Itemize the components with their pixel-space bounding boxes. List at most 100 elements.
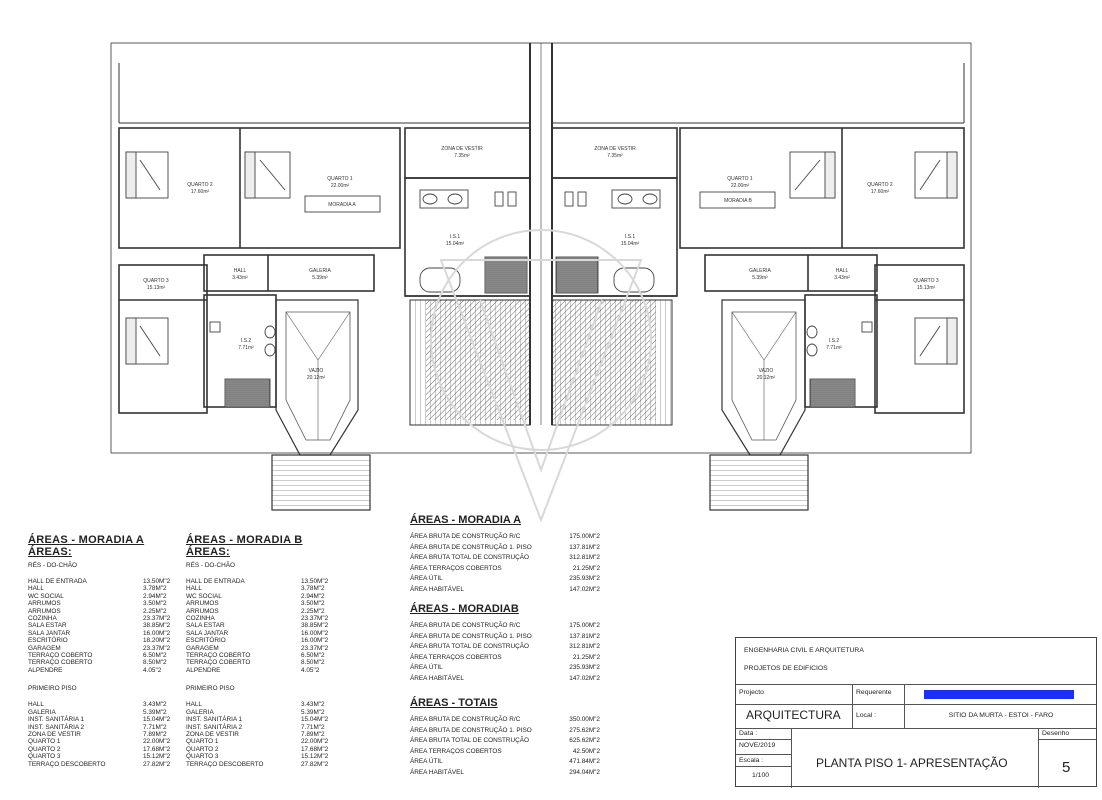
area-name: ÁREA ÚTIL	[410, 758, 443, 766]
area-value: 3.78M"2	[143, 585, 167, 593]
area-value: 15.04M"2	[143, 716, 171, 724]
area-name: INST. SANITÁRIA 1	[28, 716, 85, 724]
drawing-label: Desenho	[1042, 730, 1070, 737]
totals-moradia-a: ÁREAS - MORADIA A ÁREA BRUTA DE CONSTRUÇ…	[410, 514, 600, 596]
local-value: SITIO DA MURTA - ESTOI - FARO	[948, 712, 1054, 719]
svg-text:QUARTO 3: QUARTO 3	[143, 278, 169, 284]
areas-a-subtitle: ÁREAS:	[28, 546, 72, 558]
areas-b-title: ÁREAS - MORADIA B	[186, 534, 303, 546]
area-value: 23.37M"2	[301, 644, 329, 652]
area-row: ÁREA TERRAÇOS COBERTOS 42.50M"2	[410, 747, 600, 758]
area-name: ESCRITÓRIO	[28, 637, 68, 645]
area-value: 350.00M"2	[569, 716, 600, 723]
area-value: 312.81M"2	[569, 643, 600, 651]
area-value: 3.43M"2	[301, 701, 325, 709]
area-name: HALL	[28, 701, 44, 709]
svg-text:QUARTO 3: QUARTO 3	[913, 278, 939, 284]
area-name: HALL DE ENTRADA	[28, 578, 87, 585]
drawing-number: 5	[1062, 759, 1071, 776]
area-value: 2.25M"2	[301, 607, 325, 615]
company-subtitle: PROJETOS DE EDIFICIOS	[744, 665, 828, 672]
area-name: ÁREA BRUTA DE CONSTRUÇÃO R/C	[410, 622, 521, 629]
area-value: 2.94M"2	[143, 592, 167, 600]
area-row: ÁREA BRUTA TOTAL DE CONSTRUÇÃO 312.81M"2	[410, 642, 600, 653]
area-name: COZINHA	[28, 615, 57, 623]
area-name: ARRUMOS	[28, 600, 61, 608]
areas-a-title: ÁREAS - MORADIA A	[28, 534, 145, 546]
area-value: 42.50M"2	[572, 747, 600, 755]
area-name: QUARTO 1	[28, 738, 61, 746]
area-value: 15.04M"2	[301, 716, 329, 724]
area-row: INST. SANITÁRIA 1 15.04M"2	[186, 716, 347, 723]
area-row: ESCRITÓRIO 16.00M"2	[186, 637, 347, 644]
drawing-title: PLANTA PISO 1- APRESENTAÇÃO	[816, 756, 1008, 770]
area-name: INST. SANITÁRIA 2	[28, 723, 85, 731]
area-name: ÁREA BRUTA DE CONSTRUÇÃO 1. PISO	[410, 726, 532, 734]
watermark-logo	[430, 229, 652, 523]
area-name: INST. SANITÁRIA 2	[186, 723, 243, 731]
area-name: ÁREA BRUTA TOTAL DE CONSTRUÇÃO	[410, 643, 529, 651]
totals-moradia-b: ÁREAS - MORADIAB ÁREA BRUTA DE CONSTRUÇÃ…	[410, 603, 600, 685]
area-value: 21.25M"2	[572, 564, 600, 572]
svg-text:7.71m²: 7.71m²	[826, 345, 842, 351]
svg-text:7.35m²: 7.35m²	[454, 153, 470, 159]
areas-a-section-rc: RÉS - DO-CHÃO	[28, 562, 77, 569]
svg-text:15.13m²: 15.13m²	[917, 285, 936, 291]
area-value: 3.78M"2	[301, 585, 325, 593]
area-value: 8.50M"2	[301, 659, 325, 667]
area-name: QUARTO 3	[28, 753, 61, 761]
area-name: SALA ESTAR	[186, 622, 225, 630]
area-name: TERRAÇO COBERTO	[28, 659, 93, 667]
area-name: HALL	[186, 585, 202, 593]
area-name: ARRUMOS	[28, 607, 61, 615]
area-name: ALPENDRE	[28, 666, 63, 674]
svg-text:22.00m²: 22.00m²	[731, 183, 750, 189]
area-name: TERRAÇO COBERTO	[186, 659, 251, 667]
area-value: 13.50M"2	[143, 578, 171, 585]
area-name: ÁREA TERRAÇOS COBERTOS	[410, 747, 502, 755]
area-name: ÁREA TERRAÇOS COBERTOS	[410, 564, 502, 572]
area-value: 5.39M"2	[143, 708, 167, 716]
area-name: ESCRITÓRIO	[186, 637, 226, 645]
area-value: 7.89M"2	[301, 730, 325, 738]
area-value: 38.85M"2	[301, 622, 329, 630]
area-value: 235.93M"2	[569, 575, 600, 583]
area-name: ÁREA HABITÁVEL	[410, 768, 464, 776]
svg-text:7.71m²: 7.71m²	[238, 345, 254, 351]
area-value: 16.00M"2	[301, 637, 329, 645]
svg-text:I.S.2: I.S.2	[829, 338, 840, 344]
area-value: 175.00M"2	[569, 533, 600, 540]
area-name: INST. SANITÁRIA 1	[186, 716, 243, 724]
area-name: ÁREA BRUTA DE CONSTRUÇÃO 1. PISO	[410, 632, 532, 640]
area-name: ÁREA BRUTA DE CONSTRUÇÃO R/C	[410, 533, 521, 540]
area-value: 4.05"2	[301, 666, 320, 674]
area-name: QUARTO 2	[28, 745, 61, 753]
area-value: 22.00M"2	[301, 738, 329, 746]
area-name: QUARTO 3	[186, 753, 219, 761]
area-name: GALERIA	[186, 708, 214, 716]
area-name: ÁREA ÚTIL	[410, 575, 443, 583]
area-name: ZONA DE VESTIR	[28, 730, 81, 738]
area-name: ÁREA ÚTIL	[410, 664, 443, 672]
